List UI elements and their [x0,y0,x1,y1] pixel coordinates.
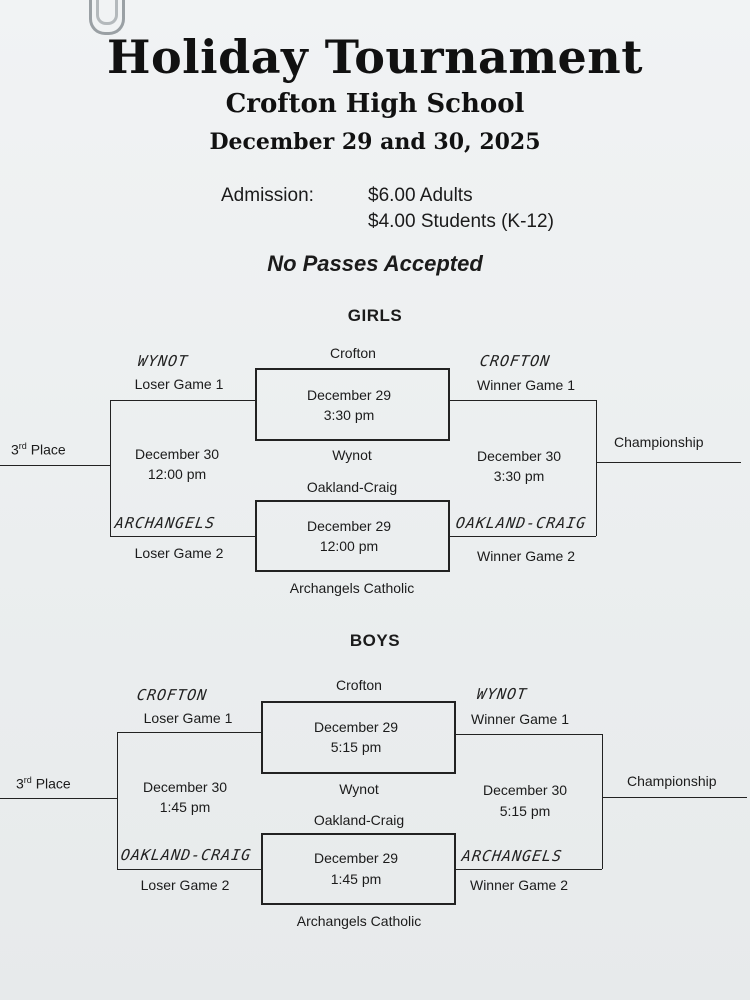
boys-winner1-label: Winner Game 1 [470,711,570,727]
admission-adults: $6.00 Adults [368,185,473,206]
boys-game1-date: December 29 [313,719,399,735]
admission-students: $4.00 Students (K-12) [368,211,554,232]
tournament-dates: December 29 and 30, 2025 [209,129,541,155]
boys-next-team: Oakland-Craig [313,812,405,828]
boys-loser2-line [117,869,261,870]
boys-game1-time: 5:15 pm [330,739,382,755]
boys-left-bracket [117,732,118,869]
boys-third-time: 1:45 pm [159,799,211,815]
boys-champ-line [602,797,747,798]
girls-next-team: Oakland-Craig [306,479,398,495]
girls-winner1-label: Winner Game 1 [476,377,576,393]
girls-third-label: 3rd Place [11,441,66,458]
girls-third-date: December 30 [134,446,220,462]
girls-winner2-line [450,536,596,537]
girls-heading: GIRLS [347,306,403,325]
girls-loser2-label: Loser Game 2 [134,545,224,561]
boys-bottom-team: Archangels Catholic [296,913,422,929]
admission-label: Admission: [221,185,314,206]
girls-middle-team: Wynot [332,447,372,463]
boys-winner2-line [456,869,602,870]
boys-loser1-line [117,732,261,733]
boys-right-bracket [602,734,603,869]
boys-loser1-label: Loser Game 1 [143,710,233,726]
boys-heading: BOYS [349,631,401,650]
girls-champ-time: 3:30 pm [493,468,545,484]
girls-winner2-handwriting: OAKLAND-CRAIG [454,514,588,532]
boys-loser2-handwriting: OAKLAND-CRAIG [119,846,253,864]
boys-game2-box [261,833,456,905]
girls-bottom-team: Archangels Catholic [289,580,415,596]
boys-winner2-label: Winner Game 2 [469,877,569,893]
girls-game2-date: December 29 [306,518,392,534]
girls-loser1-label: Loser Game 1 [134,376,224,392]
boys-champ-label: Championship [627,773,717,789]
paper-clip-icon [89,0,125,35]
girls-third-time: 12:00 pm [147,466,207,482]
girls-third-line [0,465,110,466]
girls-champ-label: Championship [614,434,704,450]
girls-champ-date: December 30 [476,448,562,464]
girls-loser1-handwriting: WYNOT [136,352,190,370]
boys-champ-time: 5:15 pm [499,803,551,819]
page-title: Holiday Tournament [106,30,643,84]
boys-game1-box [261,701,456,774]
no-passes-notice: No Passes Accepted [267,251,483,276]
girls-game1-date: December 29 [306,387,392,403]
girls-winner1-line [450,400,596,401]
boys-winner1-line [456,734,602,735]
paper-clip-inner-icon [96,0,118,25]
boys-loser2-label: Loser Game 2 [140,877,230,893]
boys-champ-date: December 30 [482,782,568,798]
boys-game2-date: December 29 [313,850,399,866]
girls-champ-line [596,462,741,463]
girls-loser1-line [110,400,255,401]
girls-left-bracket [110,400,111,536]
boys-third-date: December 30 [142,779,228,795]
boys-middle-team: Wynot [339,781,379,797]
boys-winner2-handwriting: ARCHANGELS [460,847,564,865]
boys-third-line [0,798,117,799]
girls-game1-box [255,368,450,441]
boys-winner1-handwriting: WYNOT [475,685,529,703]
boys-top-team: Crofton [336,677,382,693]
school-name: Crofton High School [225,89,525,119]
girls-game2-time: 12:00 pm [319,538,379,554]
girls-game2-box [255,500,450,572]
girls-winner1-handwriting: CROFTON [478,352,552,370]
boys-third-label: 3rd Place [16,775,71,792]
girls-right-bracket [596,400,597,536]
girls-top-team: Crofton [330,345,376,361]
boys-game2-time: 1:45 pm [330,871,382,887]
girls-loser2-handwriting: ARCHANGELS [113,514,217,532]
girls-game1-time: 3:30 pm [323,407,375,423]
girls-winner2-label: Winner Game 2 [476,548,576,564]
girls-loser2-line [110,536,255,537]
boys-loser1-handwriting: CROFTON [135,686,209,704]
